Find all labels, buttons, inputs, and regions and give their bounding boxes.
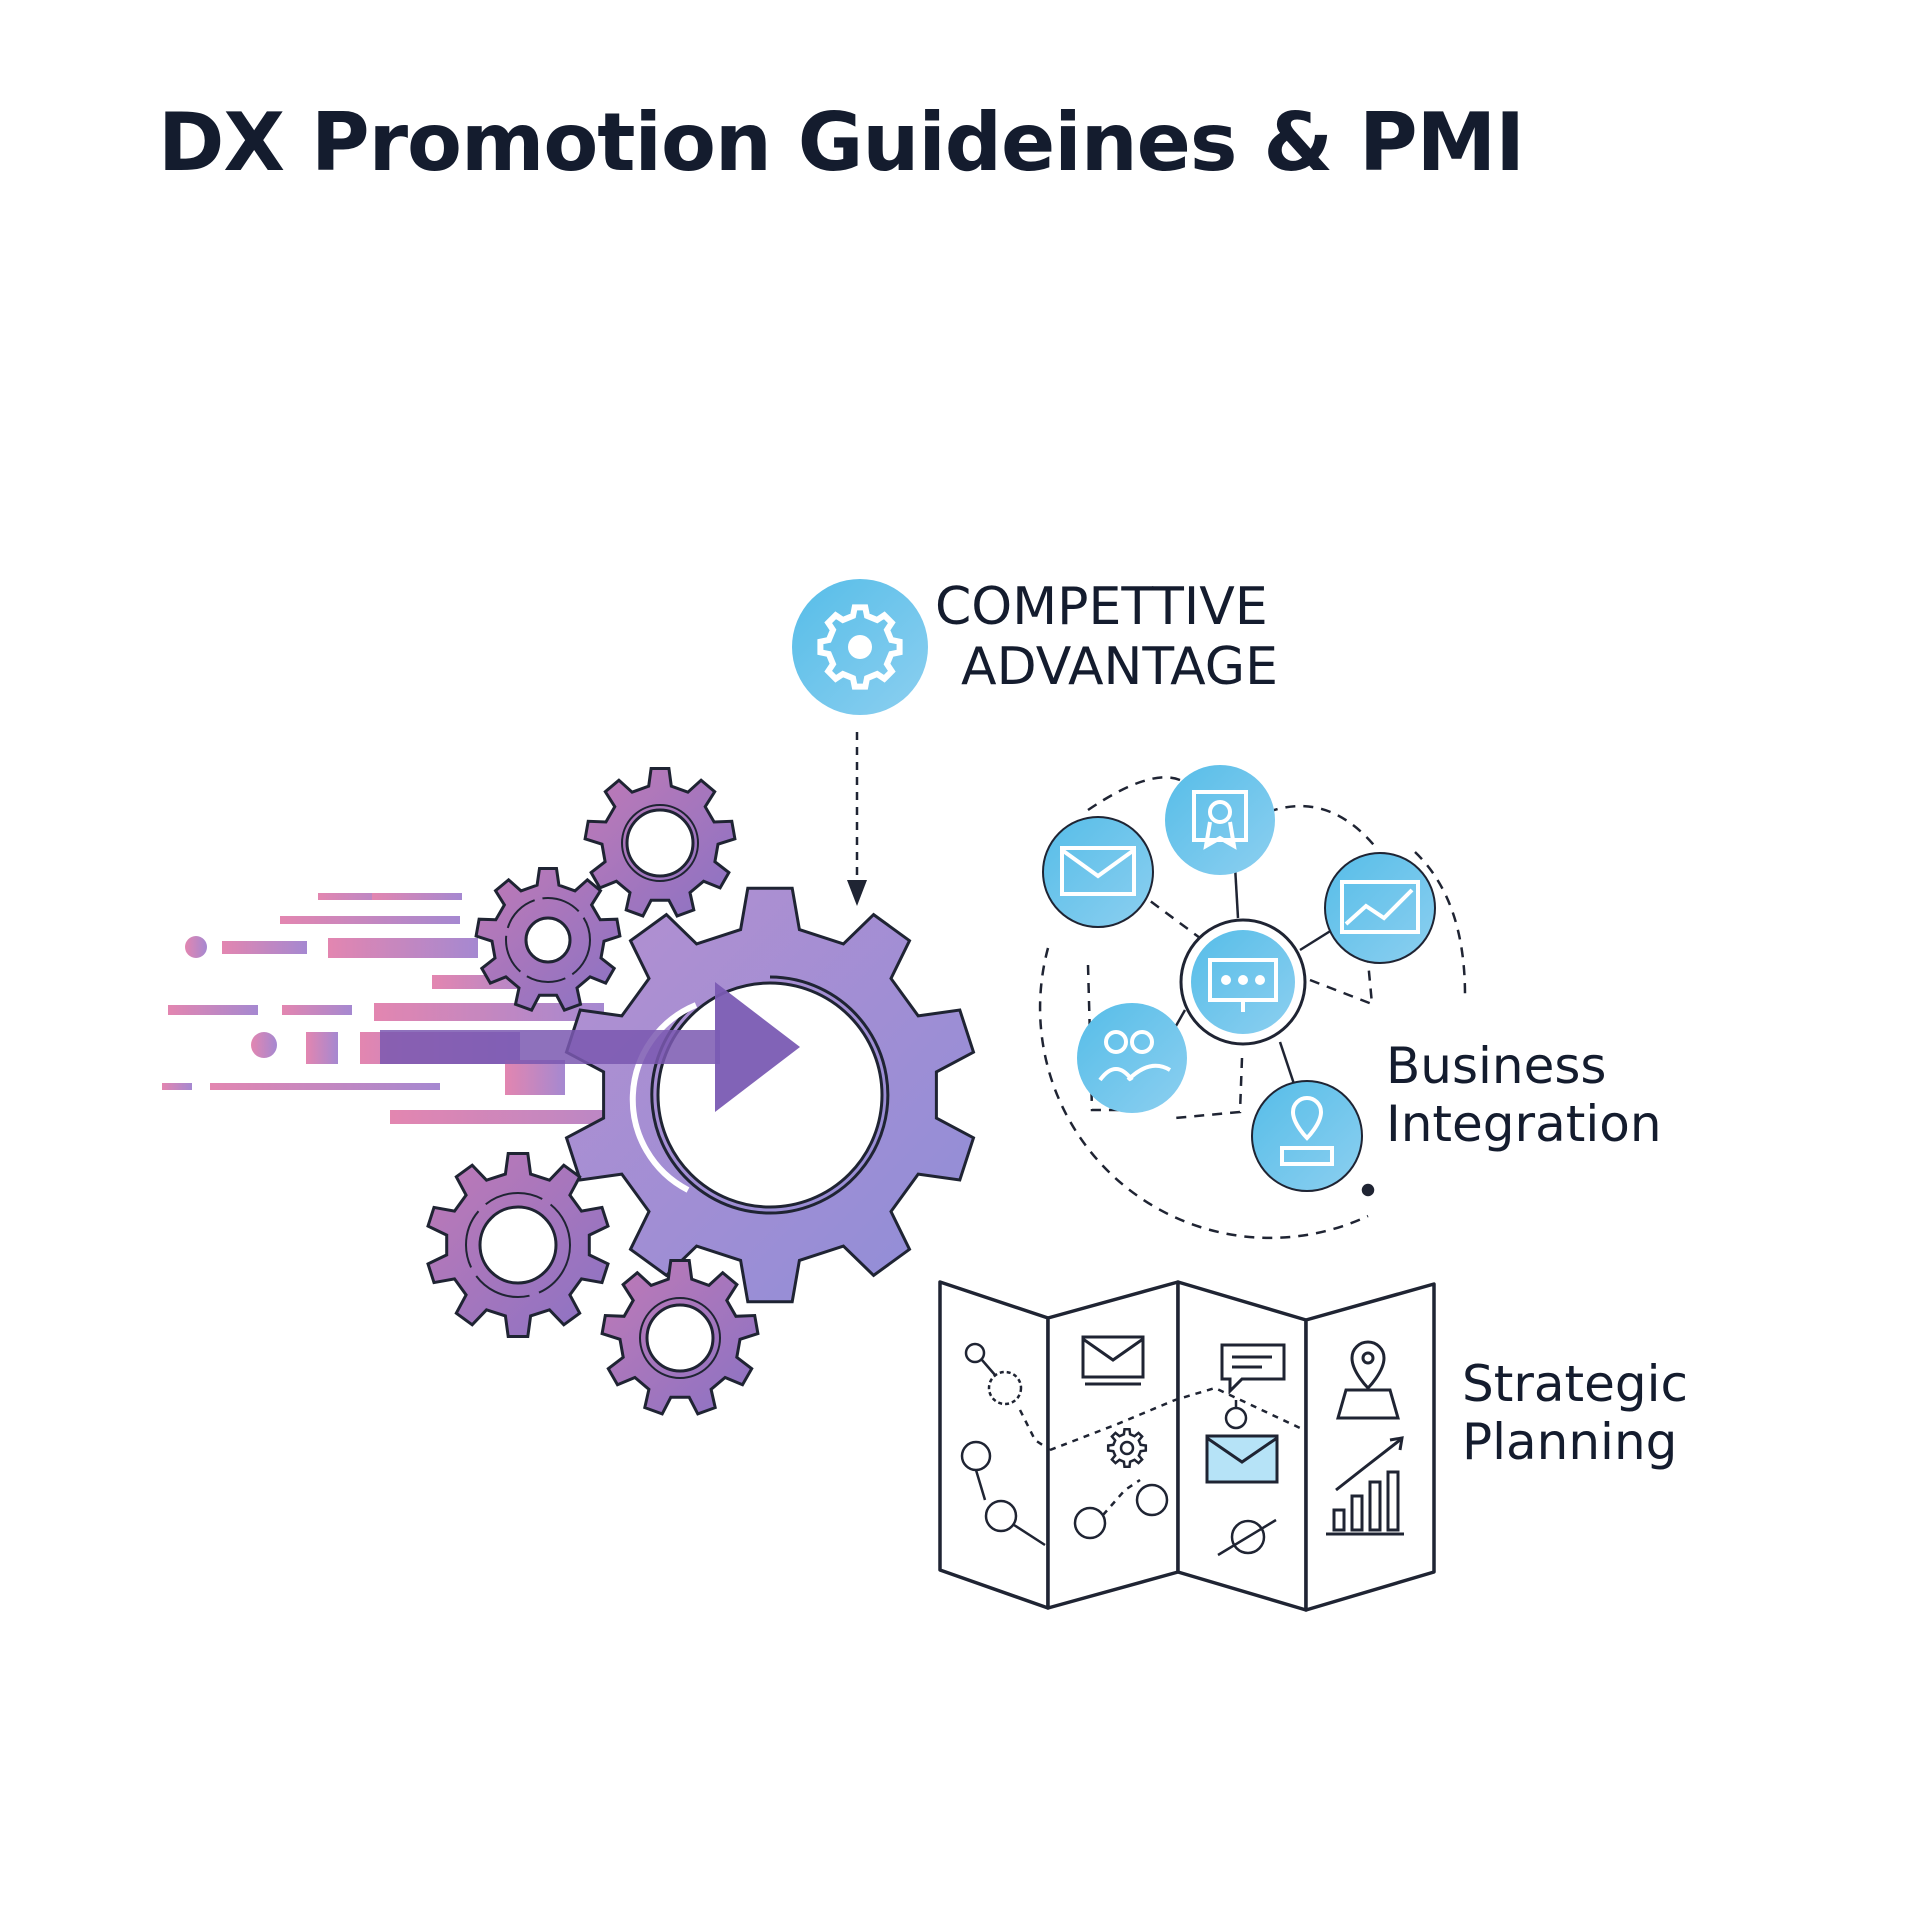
business-integration-line1: Business bbox=[1386, 1037, 1607, 1095]
strategic-planning-line2: Planning bbox=[1462, 1412, 1678, 1471]
map-bar-chart-icon bbox=[1326, 1436, 1404, 1536]
page-title: DX Promotion Guideines & PMI bbox=[158, 96, 1525, 189]
mail-node-icon bbox=[1042, 816, 1154, 928]
map-mail-blue-icon bbox=[1205, 1434, 1279, 1484]
small-gear-bottom-icon bbox=[600, 1259, 760, 1416]
main-gear-icon bbox=[564, 886, 976, 1304]
small-gear-left-icon bbox=[474, 867, 622, 1012]
team-node-icon bbox=[1077, 1003, 1187, 1113]
strategic-planning-line1: Strategic bbox=[1462, 1355, 1689, 1413]
strategic-planning-map-icon bbox=[938, 1280, 1436, 1612]
competitive-advantage-label: COMPETTIVE ADVANTAGE bbox=[935, 577, 1278, 698]
competitive-advantage-line1: COMPETTIVE bbox=[935, 577, 1268, 637]
location-node-icon bbox=[1251, 1080, 1363, 1192]
map-chat-icon bbox=[1220, 1343, 1286, 1395]
forward-arrow-icon bbox=[380, 982, 800, 1112]
map-mail-icon bbox=[1081, 1335, 1145, 1386]
competitive-advantage-gear-icon bbox=[792, 579, 928, 715]
chart-node-icon bbox=[1324, 852, 1436, 964]
map-route bbox=[960, 1342, 1301, 1557]
speed-lines bbox=[162, 893, 730, 1124]
business-integration-line2: Integration bbox=[1386, 1094, 1662, 1153]
competitive-advantage-line2: ADVANTAGE bbox=[961, 636, 1278, 697]
small-gear-top-icon bbox=[583, 767, 737, 918]
certificate-node-icon bbox=[1165, 765, 1275, 875]
presentation-node-icon bbox=[1179, 918, 1307, 1046]
strategic-planning-label: Strategic Planning bbox=[1462, 1355, 1689, 1471]
map-pin-icon bbox=[1336, 1340, 1400, 1420]
small-gear-lower-left-icon bbox=[426, 1152, 610, 1338]
map-gear-icon bbox=[1106, 1427, 1148, 1469]
business-integration-label: Business Integration bbox=[1386, 1037, 1662, 1153]
dashed-down-arrow bbox=[847, 732, 867, 906]
